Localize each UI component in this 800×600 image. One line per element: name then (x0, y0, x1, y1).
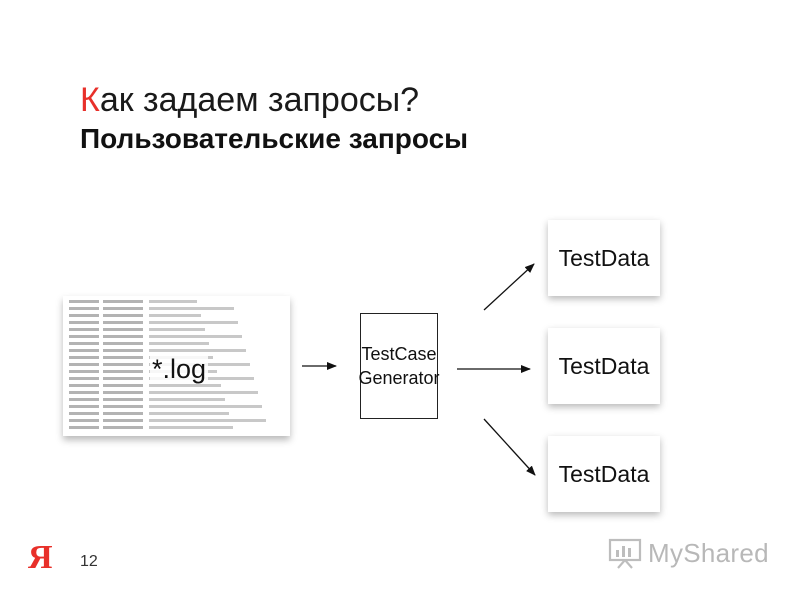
title-first-letter: К (80, 81, 100, 119)
testdata-label-1: TestData (558, 244, 650, 271)
log-text-line (149, 426, 233, 429)
log-text-line (69, 391, 99, 394)
log-text-line (69, 328, 99, 331)
log-text-line (69, 314, 99, 317)
log-text-line (69, 363, 99, 366)
log-text-line (103, 412, 143, 415)
presentation-board-icon (608, 538, 642, 569)
log-text-line (69, 426, 99, 429)
log-text-line (149, 405, 262, 408)
log-text-line (69, 370, 99, 373)
log-text-line (149, 328, 205, 331)
log-text-line (103, 328, 143, 331)
log-text-line (103, 384, 143, 387)
log-text-line (149, 300, 197, 303)
log-text-line (69, 384, 99, 387)
log-text-line (103, 307, 143, 310)
log-text-line (103, 314, 143, 317)
log-text-line (69, 342, 99, 345)
watermark-text: MyShared (648, 537, 769, 568)
generator-label-line1: TestCase (361, 344, 437, 364)
log-text-line (69, 307, 99, 310)
log-text-line (149, 342, 209, 345)
log-text-line (103, 419, 143, 422)
testdata-label-2: TestData (558, 352, 650, 379)
testcase-generator-box: TestCase Generator (358, 313, 440, 419)
generator-label-line2: Generator (358, 368, 440, 388)
testdata-box-1: TestData (548, 220, 660, 296)
log-text-line (149, 391, 258, 394)
watermark: MyShared (608, 536, 769, 570)
arrow-generator-to-testdata-1 (483, 263, 535, 311)
log-text-line (69, 419, 99, 422)
log-text-line (69, 356, 99, 359)
log-text-line (103, 370, 143, 373)
page-number: 12 (80, 553, 98, 570)
log-text-line (69, 377, 99, 380)
title-rest: ак задаем запросы? (99, 81, 420, 119)
log-text-line (103, 391, 143, 394)
log-label: *.log (150, 354, 209, 384)
log-text-line (149, 321, 238, 324)
log-text-line (103, 363, 143, 366)
log-text-line (149, 307, 234, 310)
log-text-line (69, 321, 99, 324)
log-text-line (103, 342, 143, 345)
testdata-box-3: TestData (548, 436, 660, 512)
testdata-label-3: TestData (558, 460, 650, 487)
log-text-line (103, 405, 143, 408)
log-text-line (69, 300, 99, 303)
log-text-line (69, 349, 99, 352)
log-text-line (149, 349, 246, 352)
log-text-line (103, 377, 143, 380)
log-text-line (69, 405, 99, 408)
testdata-box-2: TestData (548, 328, 660, 404)
log-text-line (149, 384, 221, 387)
log-text-line (149, 335, 242, 338)
log-text-line (149, 412, 229, 415)
log-text-line (103, 300, 143, 303)
log-text-line (69, 398, 99, 401)
slide-title: Как задаем запросы? (80, 80, 419, 120)
log-text-line (103, 356, 143, 359)
log-text-line (103, 426, 143, 429)
log-text-line (149, 419, 266, 422)
slide-subtitle: Пользовательские запросы (80, 123, 469, 154)
log-text-line (149, 314, 201, 317)
log-text-line (103, 321, 143, 324)
log-text-line (103, 349, 143, 352)
log-text-line (69, 412, 99, 415)
log-text-line (103, 398, 143, 401)
arrow-generator-to-testdata-3 (483, 418, 536, 476)
log-text-line (69, 335, 99, 338)
yandex-logo: Я (28, 539, 53, 576)
log-text-line (103, 335, 143, 338)
log-text-line (149, 398, 225, 401)
